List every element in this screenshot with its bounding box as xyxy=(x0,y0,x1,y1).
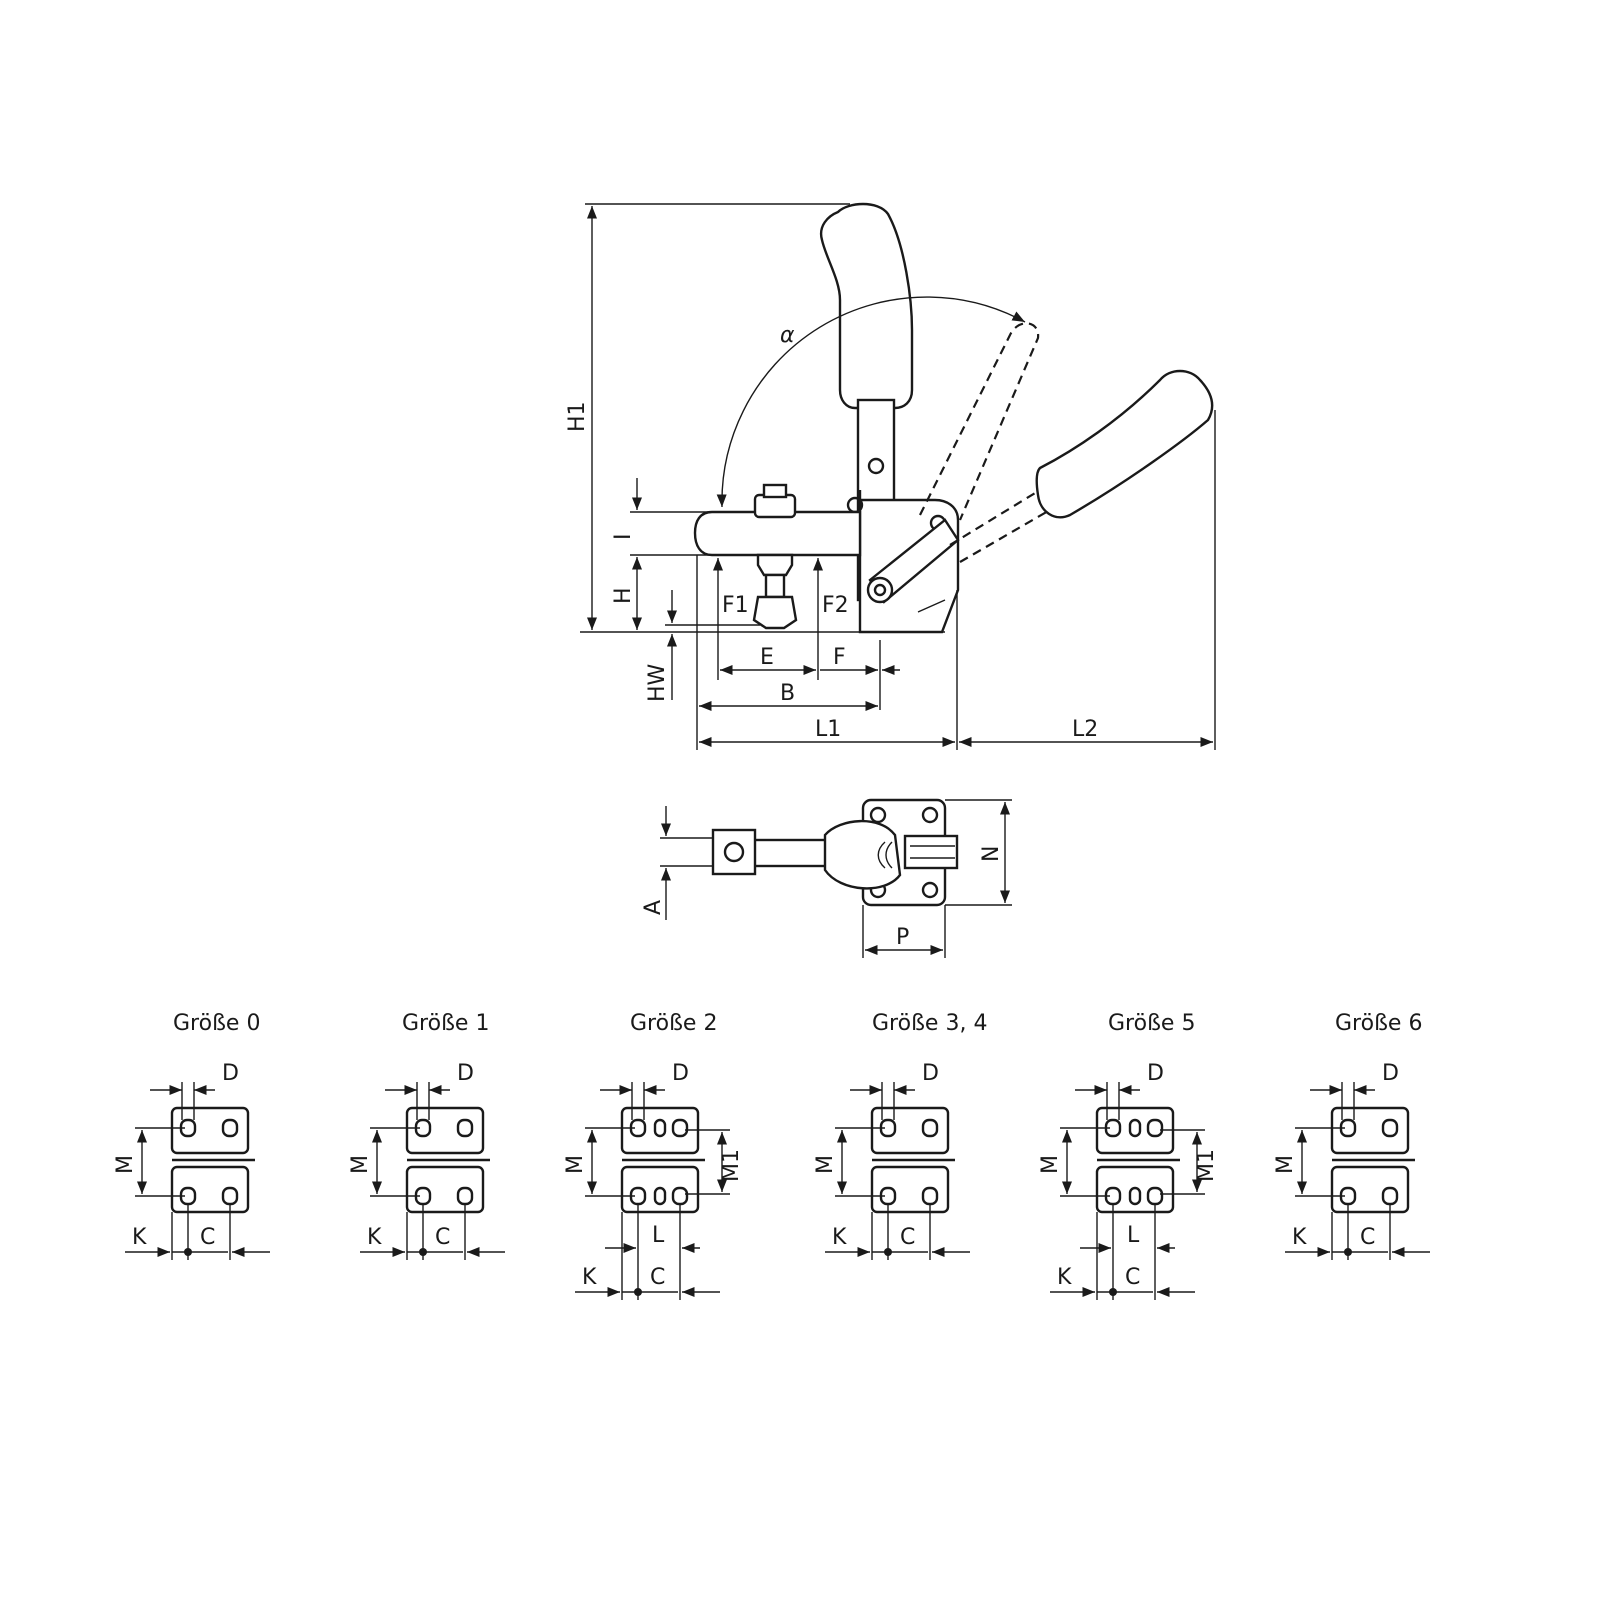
label-l2: L2 xyxy=(1072,717,1098,742)
label-e: E xyxy=(760,645,774,670)
label-m1: M1 xyxy=(719,1149,744,1182)
label-k: K xyxy=(1057,1265,1072,1290)
label-alpha: α xyxy=(780,323,795,348)
bottom-plate xyxy=(405,1165,485,1214)
label-a: A xyxy=(641,900,666,915)
label-d: D xyxy=(922,1061,939,1086)
label-d: D xyxy=(672,1061,689,1086)
size-title: Größe 3, 4 xyxy=(872,1011,987,1036)
label-p: P xyxy=(896,925,909,950)
size-title: Größe 6 xyxy=(1335,1011,1422,1036)
label-f1: F1 xyxy=(722,593,749,618)
label-c: C xyxy=(1360,1225,1375,1250)
label-n: N xyxy=(979,846,1004,862)
label-k: K xyxy=(832,1225,847,1250)
label-m: M xyxy=(563,1155,588,1174)
label-l: L xyxy=(652,1223,665,1248)
size-group: Größe 1 D M K C xyxy=(348,1011,505,1260)
size-group: Größe 6 D M K C xyxy=(1273,1011,1430,1260)
label-d: D xyxy=(1147,1061,1164,1086)
label-i: I xyxy=(611,534,636,541)
label-k: K xyxy=(367,1225,382,1250)
size-group: Größe 2 D M M1L K C xyxy=(563,1011,744,1300)
datum-dot xyxy=(884,1248,892,1256)
bottom-plate xyxy=(870,1165,950,1214)
label-f: F xyxy=(833,645,846,670)
bottom-plate xyxy=(1095,1165,1175,1214)
label-f2: F2 xyxy=(822,593,849,618)
label-d: D xyxy=(1382,1061,1399,1086)
size-title: Größe 1 xyxy=(402,1011,489,1036)
bottom-plate xyxy=(170,1165,250,1214)
label-m: M xyxy=(813,1155,838,1174)
bottom-plate xyxy=(620,1165,700,1214)
label-m: M xyxy=(1273,1155,1298,1174)
bottom-plate xyxy=(1330,1165,1410,1214)
label-b: B xyxy=(780,681,795,706)
size-group: Größe 0 D M K C xyxy=(113,1011,270,1260)
label-k: K xyxy=(1292,1225,1307,1250)
label-k: K xyxy=(132,1225,147,1250)
top-view: A N P xyxy=(641,798,1012,958)
datum-dot xyxy=(184,1248,192,1256)
size-group: Größe 5 D M M1L K C xyxy=(1038,1011,1219,1300)
label-c: C xyxy=(900,1225,915,1250)
label-c: C xyxy=(435,1225,450,1250)
handle-grip-open xyxy=(1035,369,1214,519)
size-group: Größe 3, 4 D M K C xyxy=(813,1011,987,1260)
label-k: K xyxy=(582,1265,597,1290)
label-m: M xyxy=(348,1155,373,1174)
datum-dot xyxy=(1109,1288,1117,1296)
size-title: Größe 2 xyxy=(630,1011,717,1036)
label-m: M xyxy=(113,1155,138,1174)
clamp-arm xyxy=(693,510,862,557)
label-hw: HW xyxy=(645,663,670,702)
datum-dot xyxy=(1344,1248,1352,1256)
size-title: Größe 0 xyxy=(173,1011,260,1036)
label-h: H xyxy=(611,587,636,604)
label-c: C xyxy=(650,1265,665,1290)
datum-dot xyxy=(419,1248,427,1256)
label-c: C xyxy=(1125,1265,1140,1290)
label-l1: L1 xyxy=(815,717,841,742)
label-d: D xyxy=(457,1061,474,1086)
side-view: H1 α I H xyxy=(565,202,1216,750)
label-m1: M1 xyxy=(1194,1149,1219,1182)
spindle-pad xyxy=(752,595,798,630)
label-m: M xyxy=(1038,1155,1063,1174)
label-h1: H1 xyxy=(565,401,590,432)
label-l: L xyxy=(1127,1223,1140,1248)
label-d: D xyxy=(222,1061,239,1086)
datum-dot xyxy=(634,1288,642,1296)
size-title: Größe 5 xyxy=(1108,1011,1195,1036)
label-c: C xyxy=(200,1225,215,1250)
alpha-angle-arc xyxy=(716,296,1026,508)
